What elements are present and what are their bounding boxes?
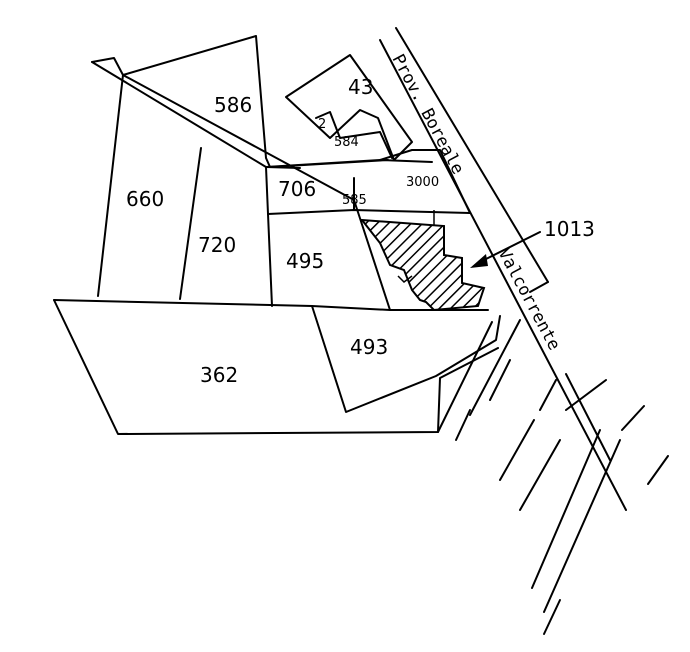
dash-9	[543, 439, 621, 613]
parcel-43-outline	[285, 54, 413, 161]
parcel-labels: 586 43 584 2 660 706 585 3000 720 495 49…	[126, 75, 439, 387]
parcel-boundaries	[53, 35, 489, 312]
label-3000: 3000	[406, 175, 439, 190]
dash-12	[543, 599, 561, 635]
dash-11	[647, 455, 669, 485]
label-586: 586	[214, 93, 252, 117]
parcel-660-720-divider	[179, 147, 202, 300]
label-43: 43	[348, 75, 373, 99]
dash-6	[519, 439, 561, 511]
parcel-495-bottom	[53, 299, 489, 311]
callout-arrow-head	[470, 254, 488, 268]
dash-10	[621, 405, 645, 431]
label-362: 362	[200, 363, 238, 387]
parcel-362-right	[437, 321, 493, 433]
dash-4	[499, 419, 535, 481]
label-584: 584	[334, 135, 359, 150]
callout-label: 1013	[544, 217, 595, 241]
road-line-3	[565, 373, 611, 461]
road-labels: Prov. Boreale Valcorrente	[388, 51, 565, 354]
label-495: 495	[286, 249, 324, 273]
dash-7	[565, 379, 607, 411]
label-585: 585	[342, 193, 367, 208]
parcel-706-top	[265, 159, 433, 168]
label-706: 706	[278, 177, 316, 201]
label-2: 2	[318, 117, 326, 132]
dash-2	[455, 409, 471, 441]
dash-1	[469, 319, 521, 416]
label-493: 493	[350, 335, 388, 359]
label-720: 720	[198, 233, 236, 257]
parcel-706-bottom	[267, 209, 471, 215]
parcel-1013-hatched	[359, 218, 486, 312]
label-660: 660	[126, 187, 164, 211]
parcel-1013-tick	[397, 275, 413, 283]
dash-3	[489, 359, 511, 401]
road-line-1	[379, 39, 627, 511]
callout-arrow-line	[479, 231, 541, 263]
road-label-lower: Valcorrente	[494, 245, 565, 354]
dash-5	[539, 379, 557, 411]
parcel-660-left	[97, 74, 124, 297]
parcel-720-495-divider	[265, 166, 273, 307]
lower-parcels	[53, 299, 501, 435]
dashed-lines	[455, 319, 669, 635]
road-cap	[529, 281, 549, 293]
road-label-upper: Prov. Boreale	[388, 51, 468, 178]
callout-1013: 1013	[470, 217, 595, 268]
parcel-493-outline	[311, 305, 501, 413]
dash-8	[531, 429, 601, 589]
parcel-362-outline	[53, 299, 499, 435]
parcel-584-inner	[315, 111, 393, 159]
